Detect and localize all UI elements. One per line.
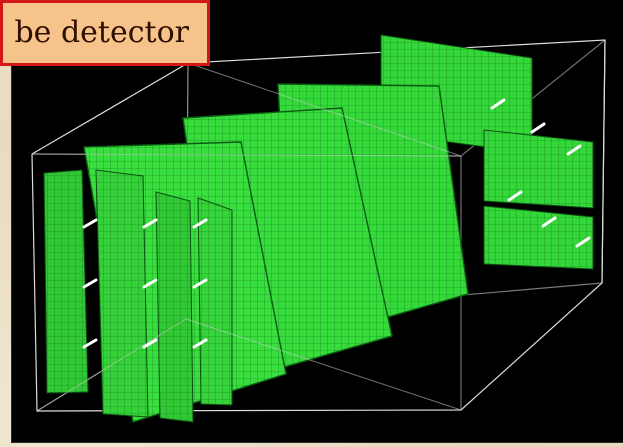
left-module-stack-4: [197, 197, 233, 406]
back-plane-block-middle: [483, 129, 594, 209]
detector-view: [12, 0, 623, 442]
support-markers: [82, 98, 591, 349]
back-plane-block-bottom: [483, 205, 594, 270]
left-module-stack-3: [155, 191, 194, 423]
inner-frame-lines: [31, 62, 462, 412]
left-module-stack-2: [95, 169, 149, 418]
title-text: be detector: [14, 15, 189, 50]
title-box: be detector: [0, 0, 210, 66]
detector-diagram: [31, 34, 606, 423]
left-module-stack-1: [43, 169, 89, 394]
left-modules: [43, 169, 233, 423]
back-plane-modules: [380, 34, 594, 270]
